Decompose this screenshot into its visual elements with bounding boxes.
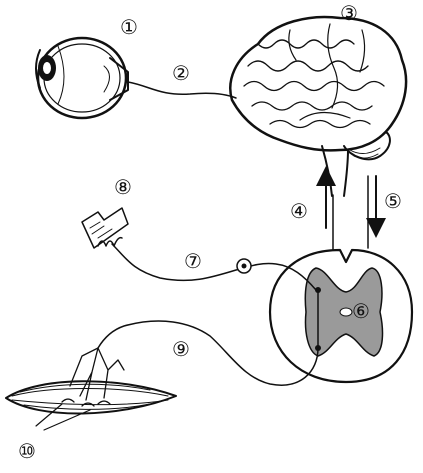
sensory-neuron	[111, 243, 317, 291]
label-gray-matter: ⑥	[352, 299, 370, 323]
label-sensory-neuron: ⑦	[184, 249, 202, 273]
optic-nerve	[127, 81, 237, 99]
muscle-pointer-2	[43, 409, 91, 431]
central-canal	[339, 307, 353, 317]
brain	[229, 15, 408, 197]
receptor	[81, 207, 129, 249]
muscle-pointer-1	[35, 403, 63, 427]
label-descending-pathway: ④	[290, 199, 308, 223]
eyeball	[35, 36, 129, 120]
label-optic-nerve: ②	[172, 61, 190, 85]
spinal-cord-section	[268, 248, 414, 384]
label-muscle: ⑩	[18, 439, 36, 463]
label-brain: ③	[340, 1, 358, 25]
label-receptor: ⑧	[114, 175, 132, 199]
label-ascending-pathway: ⑤	[384, 189, 402, 213]
label-motor-neuron: ⑨	[172, 337, 190, 361]
motor-neuron	[97, 320, 319, 386]
muscle	[5, 380, 177, 415]
label-eye: ①	[120, 15, 138, 39]
